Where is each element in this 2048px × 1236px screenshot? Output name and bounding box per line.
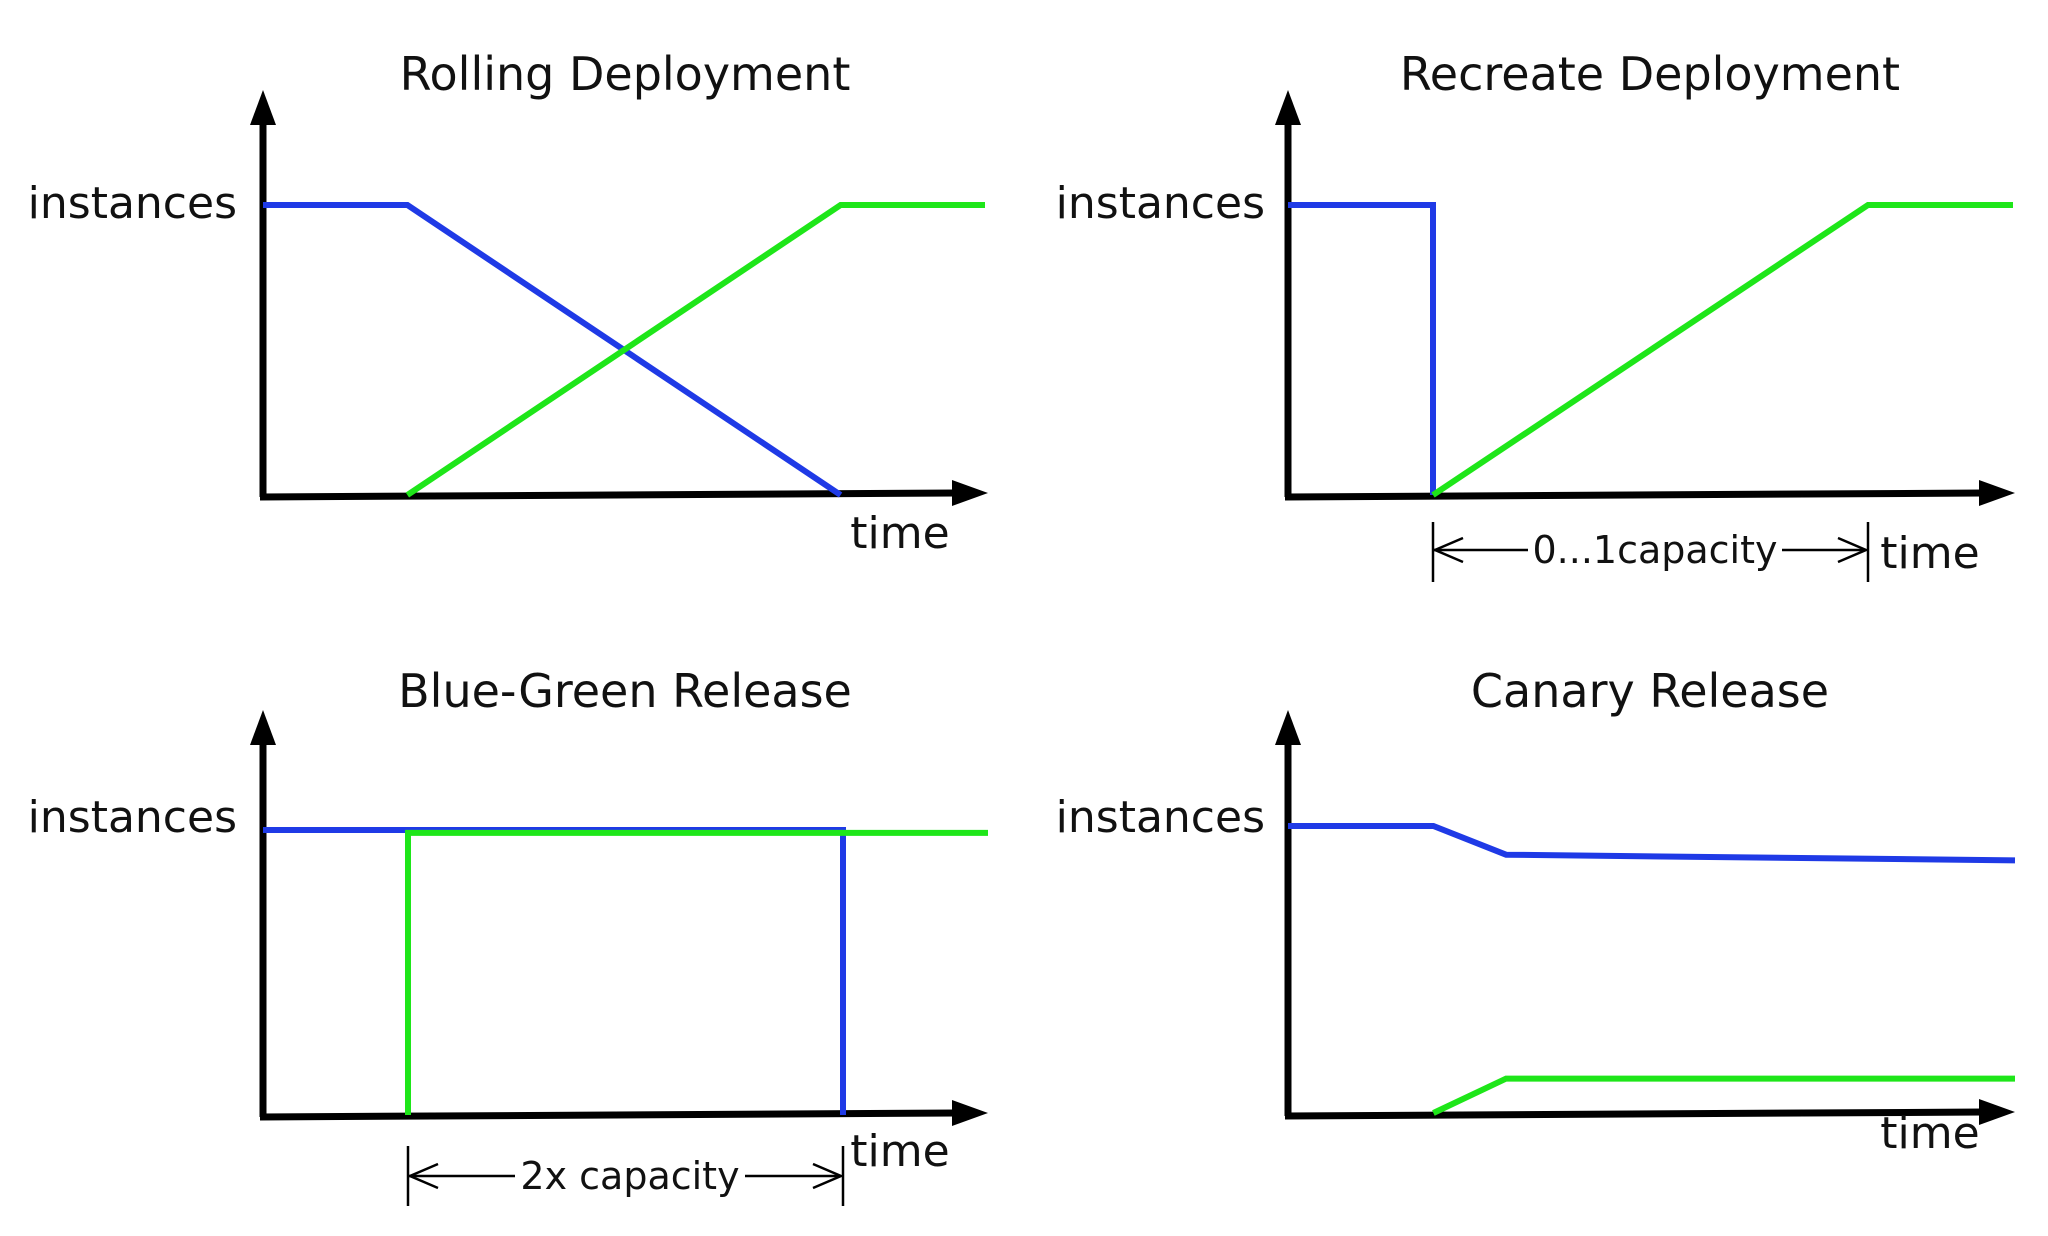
- x-axis: [259, 1109, 958, 1121]
- x-axis-arrowhead: [952, 1100, 988, 1126]
- new-version-line: [1431, 202, 2013, 498]
- panel-title: Rolling Deployment: [400, 47, 851, 101]
- panel-title: Recreate Deployment: [1400, 47, 1900, 101]
- series-layer: [1288, 823, 2016, 1116]
- series-layer: [263, 827, 988, 1115]
- x-axis-arrowhead: [1979, 480, 2015, 506]
- panel-blue-green-release: Blue-Green Release instances time 2x cap…: [28, 664, 988, 1206]
- new-version-line: [405, 202, 985, 498]
- series-layer: [1288, 202, 2013, 498]
- x-axis-arrowhead: [952, 480, 988, 506]
- y-axis-arrowhead: [250, 710, 276, 745]
- y-axis-label: instances: [1056, 792, 1265, 843]
- y-axis-arrowhead: [1275, 90, 1301, 125]
- old-version-line: [263, 827, 846, 1115]
- x-axis-label: time: [1880, 1108, 1979, 1159]
- x-axis: [1284, 1108, 1985, 1120]
- dimension-arrow-right: [812, 1162, 845, 1190]
- old-version-line: [1288, 823, 2016, 864]
- new-version-line: [405, 829, 988, 1115]
- dimension-arrow-left: [1431, 536, 1464, 564]
- y-axis-label: instances: [1056, 178, 1265, 229]
- x-axis: [259, 489, 958, 501]
- capacity-dimension: 0...1capacity: [1431, 522, 1870, 582]
- new-version-line: [1432, 1075, 2015, 1116]
- y-axis-label: instances: [28, 792, 237, 843]
- y-axis-label: instances: [28, 178, 237, 229]
- panel-title: Blue-Green Release: [398, 664, 852, 718]
- panel-canary-release: Canary Release instances time: [1056, 664, 2016, 1159]
- x-axis-label: time: [1880, 528, 1979, 579]
- x-axis-label: time: [850, 508, 949, 559]
- capacity-dimension: 2x capacity: [406, 1146, 845, 1206]
- dimension-arrow-left: [406, 1162, 439, 1190]
- dimension-label: 2x capacity: [520, 1154, 739, 1198]
- dimension-arrow-right: [1837, 536, 1870, 564]
- x-axis-label: time: [850, 1126, 949, 1177]
- series-layer: [263, 202, 985, 498]
- y-axis-arrowhead: [1275, 710, 1301, 745]
- y-axis-arrowhead: [250, 90, 276, 125]
- old-version-line: [263, 202, 843, 498]
- old-version-line: [1288, 202, 1436, 495]
- panel-title: Canary Release: [1471, 664, 1829, 718]
- dimension-label: 0...1capacity: [1532, 528, 1777, 572]
- x-axis: [1284, 489, 1985, 501]
- panel-rolling-deployment: Rolling Deployment instances time: [28, 47, 988, 559]
- x-axis-arrowhead: [1979, 1099, 2015, 1125]
- panel-recreate-deployment: Recreate Deployment instances time 0...1…: [1056, 47, 2015, 582]
